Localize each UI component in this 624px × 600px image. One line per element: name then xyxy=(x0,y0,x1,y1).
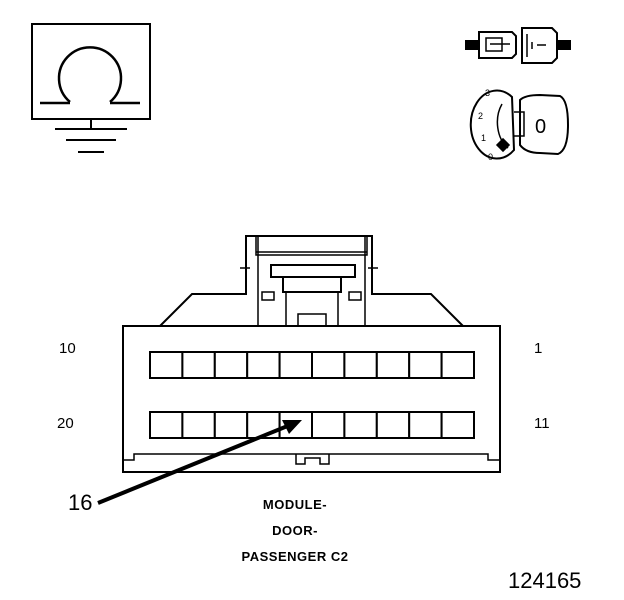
top-row-pin-cavity xyxy=(343,351,378,379)
caption-line-1: MODULE- xyxy=(262,497,328,512)
ignition-position-0: 0 xyxy=(488,152,494,162)
connector-plug-icon xyxy=(465,27,571,64)
pin-label-1: 1 xyxy=(534,340,543,357)
bottom-row-pin-cavity xyxy=(408,411,443,439)
top-row-pin-cavity xyxy=(213,351,249,379)
top-row-pin-cavity xyxy=(246,351,281,379)
bottom-row-pin-cavity xyxy=(343,411,378,439)
top-row-pin-cavity xyxy=(408,351,443,379)
bottom-row-pin-cavity xyxy=(149,411,184,439)
top-row-pin-cavity xyxy=(440,351,476,379)
caption-line-2: DOOR- xyxy=(272,523,318,538)
connector-body xyxy=(122,235,501,473)
top-row-pin-cavity xyxy=(311,351,346,379)
ignition-position-2: 2 xyxy=(478,111,484,121)
ignition-position-3: 3 xyxy=(485,88,491,98)
caption-line-3: PASSENGER C2 xyxy=(241,549,349,564)
bottom-row-pin-cavity xyxy=(181,411,216,439)
pin-row-top xyxy=(149,351,476,379)
ground-symbol-icon xyxy=(31,23,151,153)
pin-label-20: 20 xyxy=(57,415,74,432)
ignition-key-label: 0 xyxy=(535,116,547,138)
bottom-row-pin-cavity xyxy=(213,411,249,439)
bottom-row-pin-cavity xyxy=(375,411,411,439)
pin-label-10: 10 xyxy=(59,340,76,357)
figure-number: 124165 xyxy=(508,568,582,593)
top-row-pin-cavity xyxy=(181,351,216,379)
top-row-pin-cavity xyxy=(149,351,184,379)
bottom-row-pin-cavity xyxy=(311,411,346,439)
ignition-position-1: 1 xyxy=(481,133,487,143)
top-row-pin-cavity xyxy=(278,351,314,379)
bottom-row-pin-cavity xyxy=(440,411,476,439)
callout-arrow xyxy=(97,420,302,505)
pin-label-11: 11 xyxy=(534,415,550,432)
pin-row-bottom xyxy=(149,411,476,439)
top-row-pin-cavity xyxy=(375,351,411,379)
callout-pin-16: 16 xyxy=(68,490,93,515)
ignition-key-icon xyxy=(469,89,570,160)
